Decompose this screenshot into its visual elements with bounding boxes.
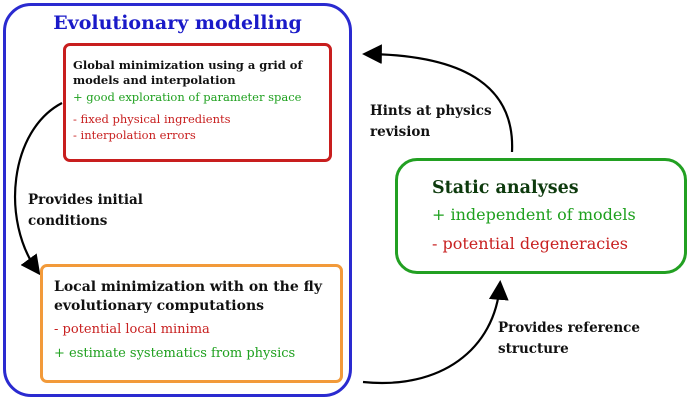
global-con-2: - interpolation errors	[73, 128, 196, 142]
arrow-hints-physics	[362, 44, 514, 153]
global-heading-line1: Global minimization using a grid of	[73, 58, 303, 72]
static-analyses-box: Static analyses + independent of models …	[395, 158, 687, 274]
static-con: - potential degeneracies	[432, 234, 628, 253]
global-con-1: - fixed physical ingredients	[73, 112, 231, 126]
label-hints-line1: Hints at physics	[370, 103, 492, 119]
label-provides-reference: Provides reference structure	[498, 318, 640, 360]
global-minimization-box: Global minimization using a grid of mode…	[63, 43, 332, 162]
evolutionary-modelling-box: Evolutionary modelling	[3, 3, 352, 397]
local-heading-line2: evolutionary computations	[54, 298, 264, 314]
evolutionary-modelling-title: Evolutionary modelling	[53, 12, 302, 34]
label-initial-conditions: Provides initial conditions	[28, 190, 143, 232]
arrow-provides-reference	[362, 280, 509, 385]
label-hints-line2: revision	[370, 124, 431, 140]
local-minimization-box: Local minimization with on the fly evolu…	[40, 264, 343, 383]
label-reference-line2: structure	[498, 341, 569, 357]
static-pro: + independent of models	[432, 205, 636, 224]
local-pro: + estimate systematics from physics	[54, 346, 296, 361]
label-initial-line1: Provides initial	[28, 192, 143, 208]
local-con: - potential local minima	[54, 322, 210, 337]
arrow-initial-conditions	[13, 102, 63, 276]
local-heading-line1: Local minimization with on the fly	[54, 279, 322, 295]
label-initial-line2: conditions	[28, 213, 108, 229]
label-hints-physics: Hints at physics revision	[370, 101, 492, 143]
label-reference-line1: Provides reference	[498, 320, 640, 336]
static-title: Static analyses	[432, 178, 579, 198]
global-pro: + good exploration of parameter space	[73, 90, 302, 104]
global-heading-line2: models and interpolation	[73, 73, 236, 87]
